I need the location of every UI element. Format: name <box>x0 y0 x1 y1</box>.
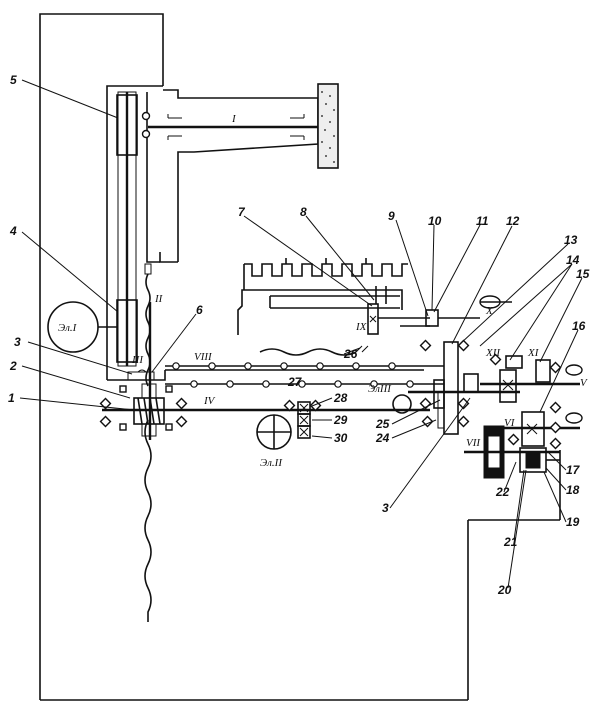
shaft-label-XI: XI <box>527 347 540 359</box>
callout-19: 19 <box>566 515 580 529</box>
motor-label-el-3: ЭлIII <box>368 383 392 395</box>
shaft-IV <box>102 369 430 437</box>
callout-16: 16 <box>572 319 586 333</box>
callout-13: 13 <box>564 233 578 247</box>
callout-20: 20 <box>497 583 512 597</box>
motor-labels: Эл.I Эл.II ЭлIII <box>58 322 392 469</box>
bearings-left <box>99 385 188 431</box>
callout-17: 17 <box>566 463 581 477</box>
callout-15: 15 <box>576 267 590 281</box>
callout-3-left: 3 <box>14 335 21 349</box>
shaft-label-IV: IV <box>203 395 216 407</box>
shaft-label-III: III <box>131 354 144 366</box>
callout-22: 22 <box>495 485 510 499</box>
shaft-label-X: X <box>485 305 494 317</box>
motor-el-1 <box>47 301 118 353</box>
callout-29: 29 <box>333 413 348 427</box>
callout-9: 9 <box>388 209 395 223</box>
shaft-IX-X <box>367 286 512 335</box>
bearings-right <box>419 339 562 450</box>
shaft-label-V: V <box>580 377 588 389</box>
callout-12: 12 <box>506 214 520 228</box>
right-gearbox <box>392 341 583 479</box>
shaft-label-VIII: VIII <box>194 351 213 363</box>
lead-screw-vertical <box>144 263 152 622</box>
callout-28: 28 <box>333 391 348 405</box>
callout-26: 26 <box>343 347 358 361</box>
motor-el-2 <box>256 399 322 450</box>
callout-27: 27 <box>287 375 303 389</box>
leader-lines <box>19 79 583 589</box>
callout-18: 18 <box>566 483 580 497</box>
callout-6: 6 <box>196 303 203 317</box>
callouts: 5 4 3 2 1 6 7 8 9 10 11 12 13 14 15 16 1… <box>8 73 590 597</box>
callout-5: 5 <box>10 73 17 87</box>
callout-4: 4 <box>9 224 17 238</box>
shaft-I <box>141 111 318 140</box>
grinding-wheel <box>317 83 339 169</box>
shaft-label-IX: IX <box>355 321 368 333</box>
callout-21: 21 <box>503 535 518 549</box>
column-slide <box>116 91 138 367</box>
shaft-VIII <box>165 345 444 388</box>
motor-label-el-2: Эл.II <box>260 457 283 469</box>
machine-frame <box>39 13 561 701</box>
callout-3-bottom: 3 <box>382 501 389 515</box>
shaft-label-VII: VII <box>466 437 481 449</box>
motor-label-el-1: Эл.I <box>58 322 78 334</box>
shaft-label-II: II <box>154 293 164 305</box>
shaft-label-XII: XII <box>485 347 501 359</box>
callout-7: 7 <box>238 205 246 219</box>
callout-8: 8 <box>300 205 307 219</box>
callout-14: 14 <box>566 253 580 267</box>
shaft-label-VI: VI <box>504 417 516 429</box>
callout-30: 30 <box>334 431 348 445</box>
table-slideways <box>243 258 408 309</box>
shaft-label-I: I <box>231 113 237 125</box>
callout-24: 24 <box>375 431 390 445</box>
callout-10: 10 <box>428 214 442 228</box>
shaft-labels: I II III IV V VI VII VIII IX X XI XII <box>131 113 588 449</box>
callout-11: 11 <box>476 214 489 228</box>
callout-2: 2 <box>9 359 17 373</box>
callout-1: 1 <box>8 391 15 405</box>
callout-25: 25 <box>375 417 390 431</box>
